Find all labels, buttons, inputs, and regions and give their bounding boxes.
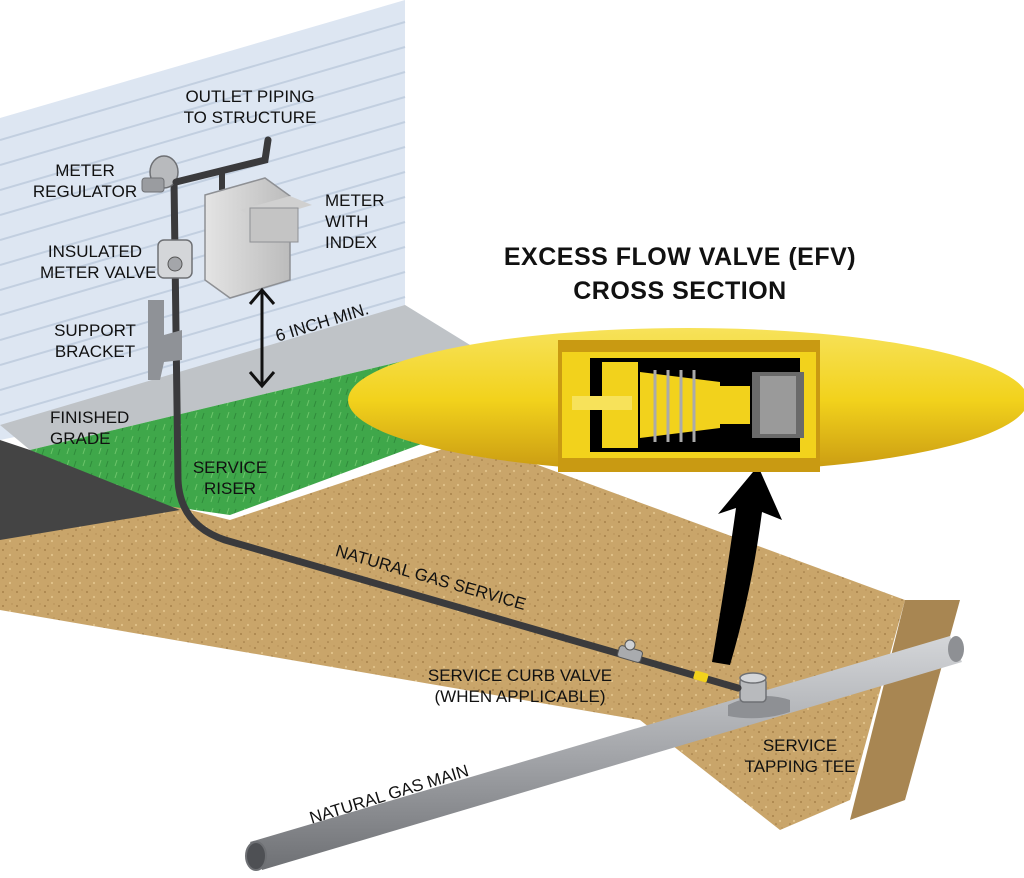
gas-main-pipe [245,636,964,871]
siding-lines [0,21,406,416]
label-insulated-meter-valve: INSULATED METER VALVE [40,242,157,282]
meter-icon [204,177,312,299]
label-service-riser: SERVICE RISER [192,458,268,498]
efv-inline [693,670,709,683]
label-support-bracket: SUPPORT BRACKET [54,321,136,361]
outlet-piping [172,136,272,186]
diagram-title: EXCESS FLOW VALVE (EFV) CROSS SECTION [470,240,890,308]
tapping-tee [728,672,790,719]
foundation-corner [0,440,180,540]
callout-arrow-icon [712,466,782,665]
label-meter-regulator: METER REGULATOR [32,161,138,201]
label-outlet-piping: OUTLET PIPING TO STRUCTURE [183,87,317,127]
meter-valve-icon [157,239,193,279]
foundation-strip [0,305,470,450]
regulator-icon [141,155,179,193]
label-finished-grade: FINISHED GRADE [50,408,130,448]
label-meter-with-index: METER WITH INDEX [325,191,385,252]
title-line-2: CROSS SECTION [573,277,787,305]
clearance-arrow-icon [248,287,276,389]
service-line [170,176,742,692]
efv-cross-section [348,328,1024,472]
curb-valve-icon [617,639,643,663]
label-service-tapping-tee: SERVICE TAPPING TEE [744,736,856,776]
label-service-curb-valve: SERVICE CURB VALVE (WHEN APPLICABLE) [427,666,613,706]
title-line-1: EXCESS FLOW VALVE (EFV) [503,243,857,271]
support-bracket [148,300,182,380]
